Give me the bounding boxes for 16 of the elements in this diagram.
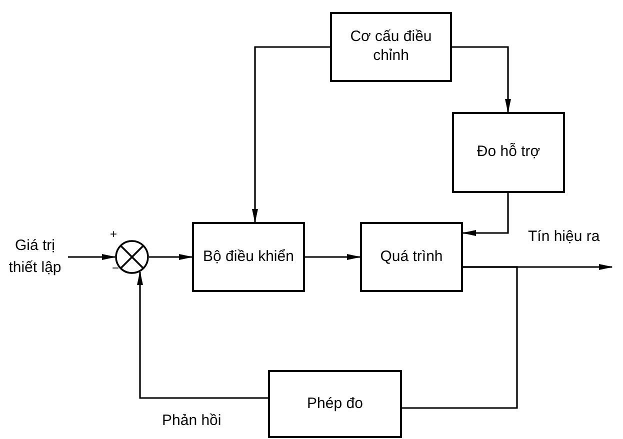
arrow: [305, 254, 361, 260]
block-box: Phép đo: [268, 370, 402, 438]
arrow: [252, 46, 330, 223]
block-box: Bộ điều khiển: [192, 222, 305, 292]
sign-label: −: [112, 262, 120, 274]
block-box: Đo hỗ trợ: [452, 112, 565, 193]
arrow: [462, 193, 509, 236]
arrow: [452, 46, 511, 113]
summing-junction-icon: [115, 240, 149, 274]
arrow: [68, 254, 116, 260]
block-box: Cơ cấu điều chỉnh: [330, 12, 452, 82]
sign-label: +: [110, 228, 118, 240]
arrow: [149, 254, 193, 260]
arrow: [137, 271, 268, 399]
block-box: Quá trình: [360, 222, 463, 292]
input-label: Giá trị thiết lập: [2, 234, 68, 280]
